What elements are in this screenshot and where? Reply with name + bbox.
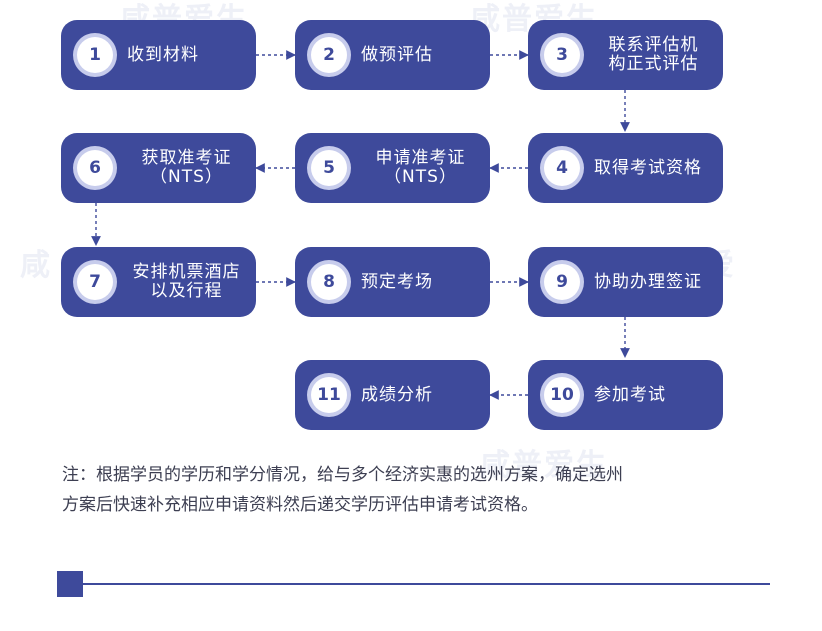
- step-label-line1: 申请准考证: [375, 148, 466, 168]
- step-label: 取得考试资格: [594, 157, 723, 178]
- step-label-line2: 构正式评估: [608, 54, 699, 74]
- step-number-badge: 8: [311, 264, 347, 300]
- footer-divider-line: [83, 583, 770, 585]
- step-1-box: 1 收到材料: [61, 20, 256, 90]
- step-number-badge: 7: [77, 264, 113, 300]
- step-label-line1: 收到材料: [127, 44, 199, 65]
- step-number-badge: 3: [544, 37, 580, 73]
- step-8-box: 8 预定考场: [295, 247, 490, 317]
- step-label-line2: （NTS）: [384, 167, 457, 187]
- step-4-box: 4 取得考试资格: [528, 133, 723, 203]
- step-label: 联系评估机 构正式评估: [594, 36, 723, 74]
- footer-square-marker: [57, 571, 83, 597]
- step-label: 做预评估: [361, 44, 490, 65]
- step-number-badge: 6: [77, 150, 113, 186]
- step-label: 收到材料: [127, 44, 256, 65]
- step-number-badge: 2: [311, 37, 347, 73]
- step-label-line1: 成绩分析: [361, 384, 433, 405]
- note-line-2: 方案后快速补充相应申请资料然后递交学历评估申请考试资格。: [62, 495, 538, 515]
- watermark-logo: 咸普爱生: [480, 448, 608, 483]
- step-label-line1: 联系评估机: [608, 35, 699, 55]
- step-number-badge: 9: [544, 264, 580, 300]
- step-7-box: 7 安排机票酒店 以及行程: [61, 247, 256, 317]
- step-9-box: 9 协助办理签证: [528, 247, 723, 317]
- step-6-box: 6 获取准考证 （NTS）: [61, 133, 256, 203]
- step-3-box: 3 联系评估机 构正式评估: [528, 20, 723, 90]
- note-line-1: 注：根据学员的学历和学分情况，给与多个经济实惠的选州方案，确定选州: [62, 465, 623, 485]
- step-label-line1: 安排机票酒店: [132, 262, 241, 282]
- watermark-logo: 咸: [20, 248, 52, 283]
- step-label: 成绩分析: [361, 384, 490, 405]
- step-number-badge: 5: [311, 150, 347, 186]
- step-label-line1: 做预评估: [361, 44, 433, 65]
- step-label-line1: 取得考试资格: [594, 157, 702, 178]
- step-label: 申请准考证 （NTS）: [361, 149, 490, 187]
- step-label: 预定考场: [361, 271, 490, 292]
- step-number-badge: 11: [311, 377, 347, 413]
- step-label-line1: 参加考试: [594, 384, 666, 405]
- step-label: 参加考试: [594, 384, 723, 405]
- step-10-box: 10 参加考试: [528, 360, 723, 430]
- step-label-line1: 预定考场: [361, 271, 433, 292]
- step-2-box: 2 做预评估: [295, 20, 490, 90]
- step-5-box: 5 申请准考证 （NTS）: [295, 133, 490, 203]
- step-label-line2: （NTS）: [150, 167, 223, 187]
- step-label-line2: 以及行程: [150, 281, 223, 301]
- step-number-badge: 4: [544, 150, 580, 186]
- step-label: 获取准考证 （NTS）: [127, 149, 256, 187]
- step-number-badge: 1: [77, 37, 113, 73]
- step-label-line1: 协助办理签证: [594, 271, 702, 292]
- step-11-box: 11 成绩分析: [295, 360, 490, 430]
- step-label-line1: 获取准考证: [141, 148, 232, 168]
- process-note: 注：根据学员的学历和学分情况，给与多个经济实惠的选州方案，确定选州 方案后快速补…: [62, 460, 762, 520]
- step-label: 协助办理签证: [594, 271, 723, 292]
- step-number-badge: 10: [544, 377, 580, 413]
- step-label: 安排机票酒店 以及行程: [127, 263, 256, 301]
